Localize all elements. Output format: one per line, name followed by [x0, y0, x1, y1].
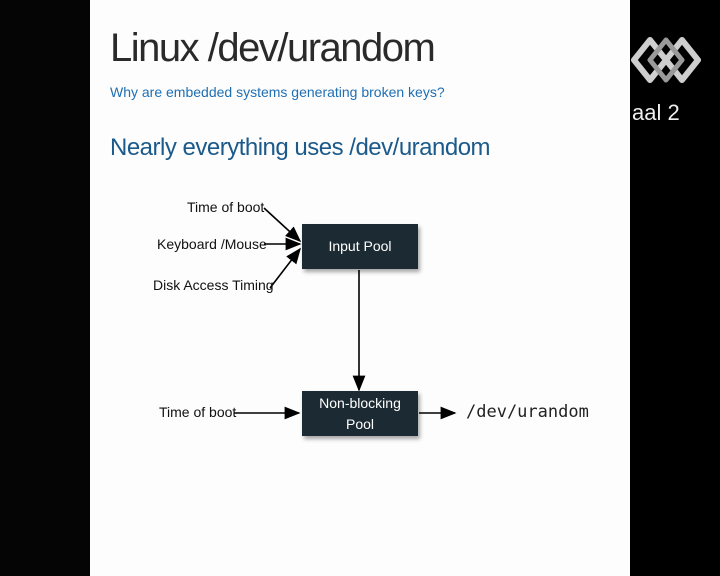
input-pool-box: Input Pool [302, 224, 418, 269]
video-left-margin [0, 0, 90, 576]
nonblocking-pool-box: Non-blocking Pool [302, 391, 418, 436]
presentation-slide: Linux /dev/urandom Why are embedded syst… [90, 0, 630, 576]
slide-title: Linux /dev/urandom [110, 26, 436, 70]
entropy-diagram-arrows [234, 207, 457, 420]
input-disk-access-timing: Disk Access Timing [153, 277, 274, 293]
slide-subtitle: Why are embedded systems generating brok… [110, 84, 445, 100]
slide-heading: Nearly everything uses /dev/urandom [110, 134, 491, 161]
channel-label: aal 2 [632, 100, 680, 125]
nonblocking-pool-label-line2: Pool [345, 415, 375, 432]
arrow-time-of-boot [263, 207, 302, 243]
nonblocking-pool-label-line1: Non-blocking [319, 394, 401, 411]
input-pool-label: Input Pool [328, 238, 392, 254]
input-keyboard-mouse: Keyboard /Mouse [157, 236, 267, 252]
output-dev-urandom: /dev/urandom [466, 402, 589, 422]
input-time-of-boot-2: Time of boot [159, 404, 237, 420]
arrow-disk-access [269, 247, 301, 289]
input-time-of-boot: Time of boot [187, 199, 265, 215]
channel-logo-icon [631, 37, 701, 83]
